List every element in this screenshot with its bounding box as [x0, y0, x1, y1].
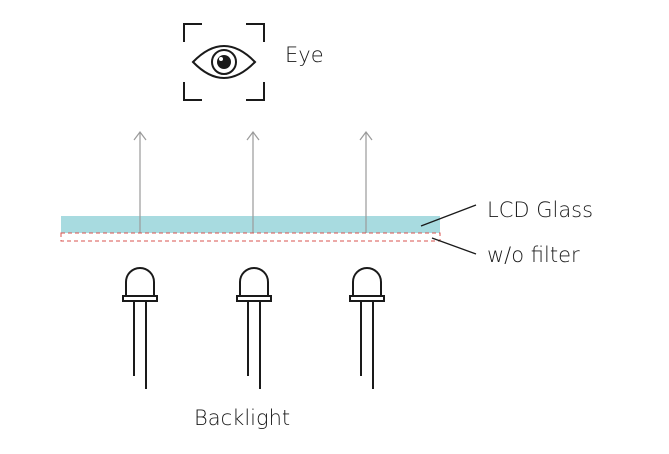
lcd-glass-leader: [420, 204, 477, 227]
light-ray: [359, 131, 373, 228]
led-icon: [122, 267, 158, 389]
eye-outline: [191, 45, 257, 79]
led-icon: [236, 267, 272, 389]
eye-bracket-top-left: [183, 23, 202, 42]
eye-iris: [211, 49, 237, 75]
eye-highlight: [219, 57, 223, 61]
eye-bracket-bottom-right: [246, 82, 265, 101]
eye-bracket-top-right: [246, 23, 265, 42]
light-ray: [133, 131, 147, 228]
lcd-glass-label: LCD Glass: [487, 198, 593, 222]
eye-icon: [183, 23, 265, 101]
light-rays: [133, 131, 373, 228]
eye-pupil: [217, 55, 231, 69]
led-icon: [349, 267, 385, 389]
filter-missing-outline: [60, 232, 441, 242]
backlight-label: Backlight: [194, 406, 290, 430]
lcd-glass-panel: [61, 216, 440, 233]
eye-bracket-bottom-left: [183, 82, 202, 101]
light-ray: [246, 131, 260, 228]
filter-leader: [431, 237, 477, 255]
eye-label: Eye: [285, 43, 324, 67]
without-filter-label: w/o filter: [487, 243, 580, 267]
rays-through-glass: [139, 216, 367, 233]
